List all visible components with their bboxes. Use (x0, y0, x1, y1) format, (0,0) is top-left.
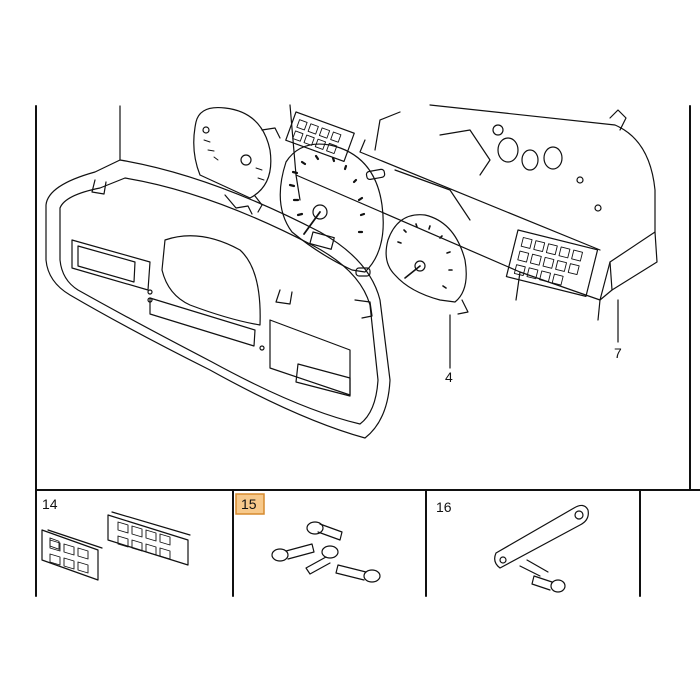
panel-15-highlight (235, 493, 265, 515)
panel-15-label: 15 (241, 496, 257, 512)
speedometer (279, 143, 386, 277)
screw (305, 545, 339, 575)
callout-4: 4 (445, 369, 453, 385)
panel-14-connector-blocks (41, 511, 191, 581)
screw (306, 521, 343, 541)
panel-16-label: 16 (436, 499, 452, 515)
panel-15-screws (271, 521, 381, 583)
screw (335, 564, 381, 583)
panel-14-label: 14 (42, 496, 58, 512)
screw (271, 543, 315, 562)
frame-lines (35, 105, 700, 597)
callout-7: 7 (614, 345, 622, 361)
instrument-housing (45, 105, 391, 439)
upper-gauge (193, 106, 281, 213)
small-gauge (385, 214, 469, 369)
rear-electronics-module (285, 104, 658, 343)
panel-16-bracket (494, 504, 589, 593)
